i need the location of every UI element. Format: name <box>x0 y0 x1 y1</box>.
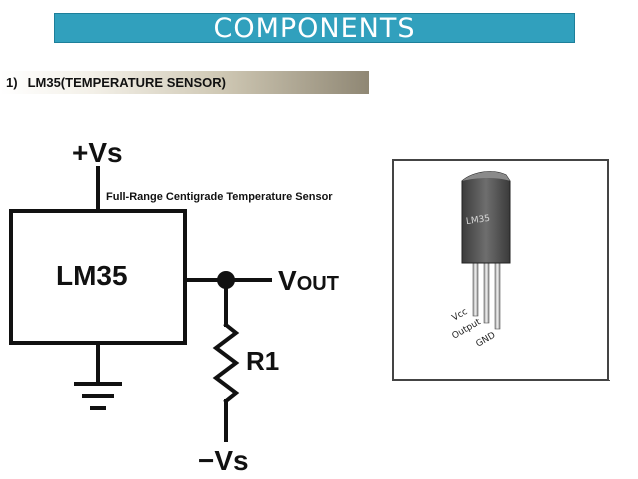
ground-symbol <box>74 382 122 410</box>
lm35-photo: LM35 Vcc Output GND <box>392 159 610 381</box>
section-label: LM35(TEMPERATURE SENSOR) <box>27 75 226 90</box>
output-label-main: V <box>278 265 297 296</box>
negative-supply-label: −Vs <box>198 445 249 476</box>
frame-corner-mark <box>602 380 610 381</box>
pin-output <box>483 260 490 324</box>
lm35-package-illustration: LM35 Vcc Output GND <box>451 171 511 350</box>
section-heading: 1) LM35(TEMPERATURE SENSOR) <box>0 71 369 94</box>
resistor-label: R1 <box>246 346 279 376</box>
slide-title-text: COMPONENTS <box>213 12 416 44</box>
package-top-face <box>462 171 510 181</box>
schematic-caption: Full-Range Centigrade Temperature Sensor <box>106 191 333 203</box>
output-junction-dot <box>217 271 235 289</box>
output-label: VOUT <box>278 265 339 296</box>
pin-vcc <box>472 260 479 317</box>
package-marking: LM35 <box>465 214 490 227</box>
pin-gnd <box>494 260 501 330</box>
resistor-r1 <box>212 322 240 404</box>
chip-label: LM35 <box>56 260 128 291</box>
section-number: 1) <box>6 75 18 90</box>
output-label-subscript: OUT <box>297 273 339 295</box>
slide-title: COMPONENTS <box>54 12 575 44</box>
positive-supply-label: +Vs <box>72 137 123 168</box>
pin-label-vcc: Vcc <box>451 307 470 324</box>
pin-label-gnd: GND <box>475 331 498 350</box>
lm35-schematic: +Vs Full-Range Centigrade Temperature Se… <box>9 137 339 476</box>
